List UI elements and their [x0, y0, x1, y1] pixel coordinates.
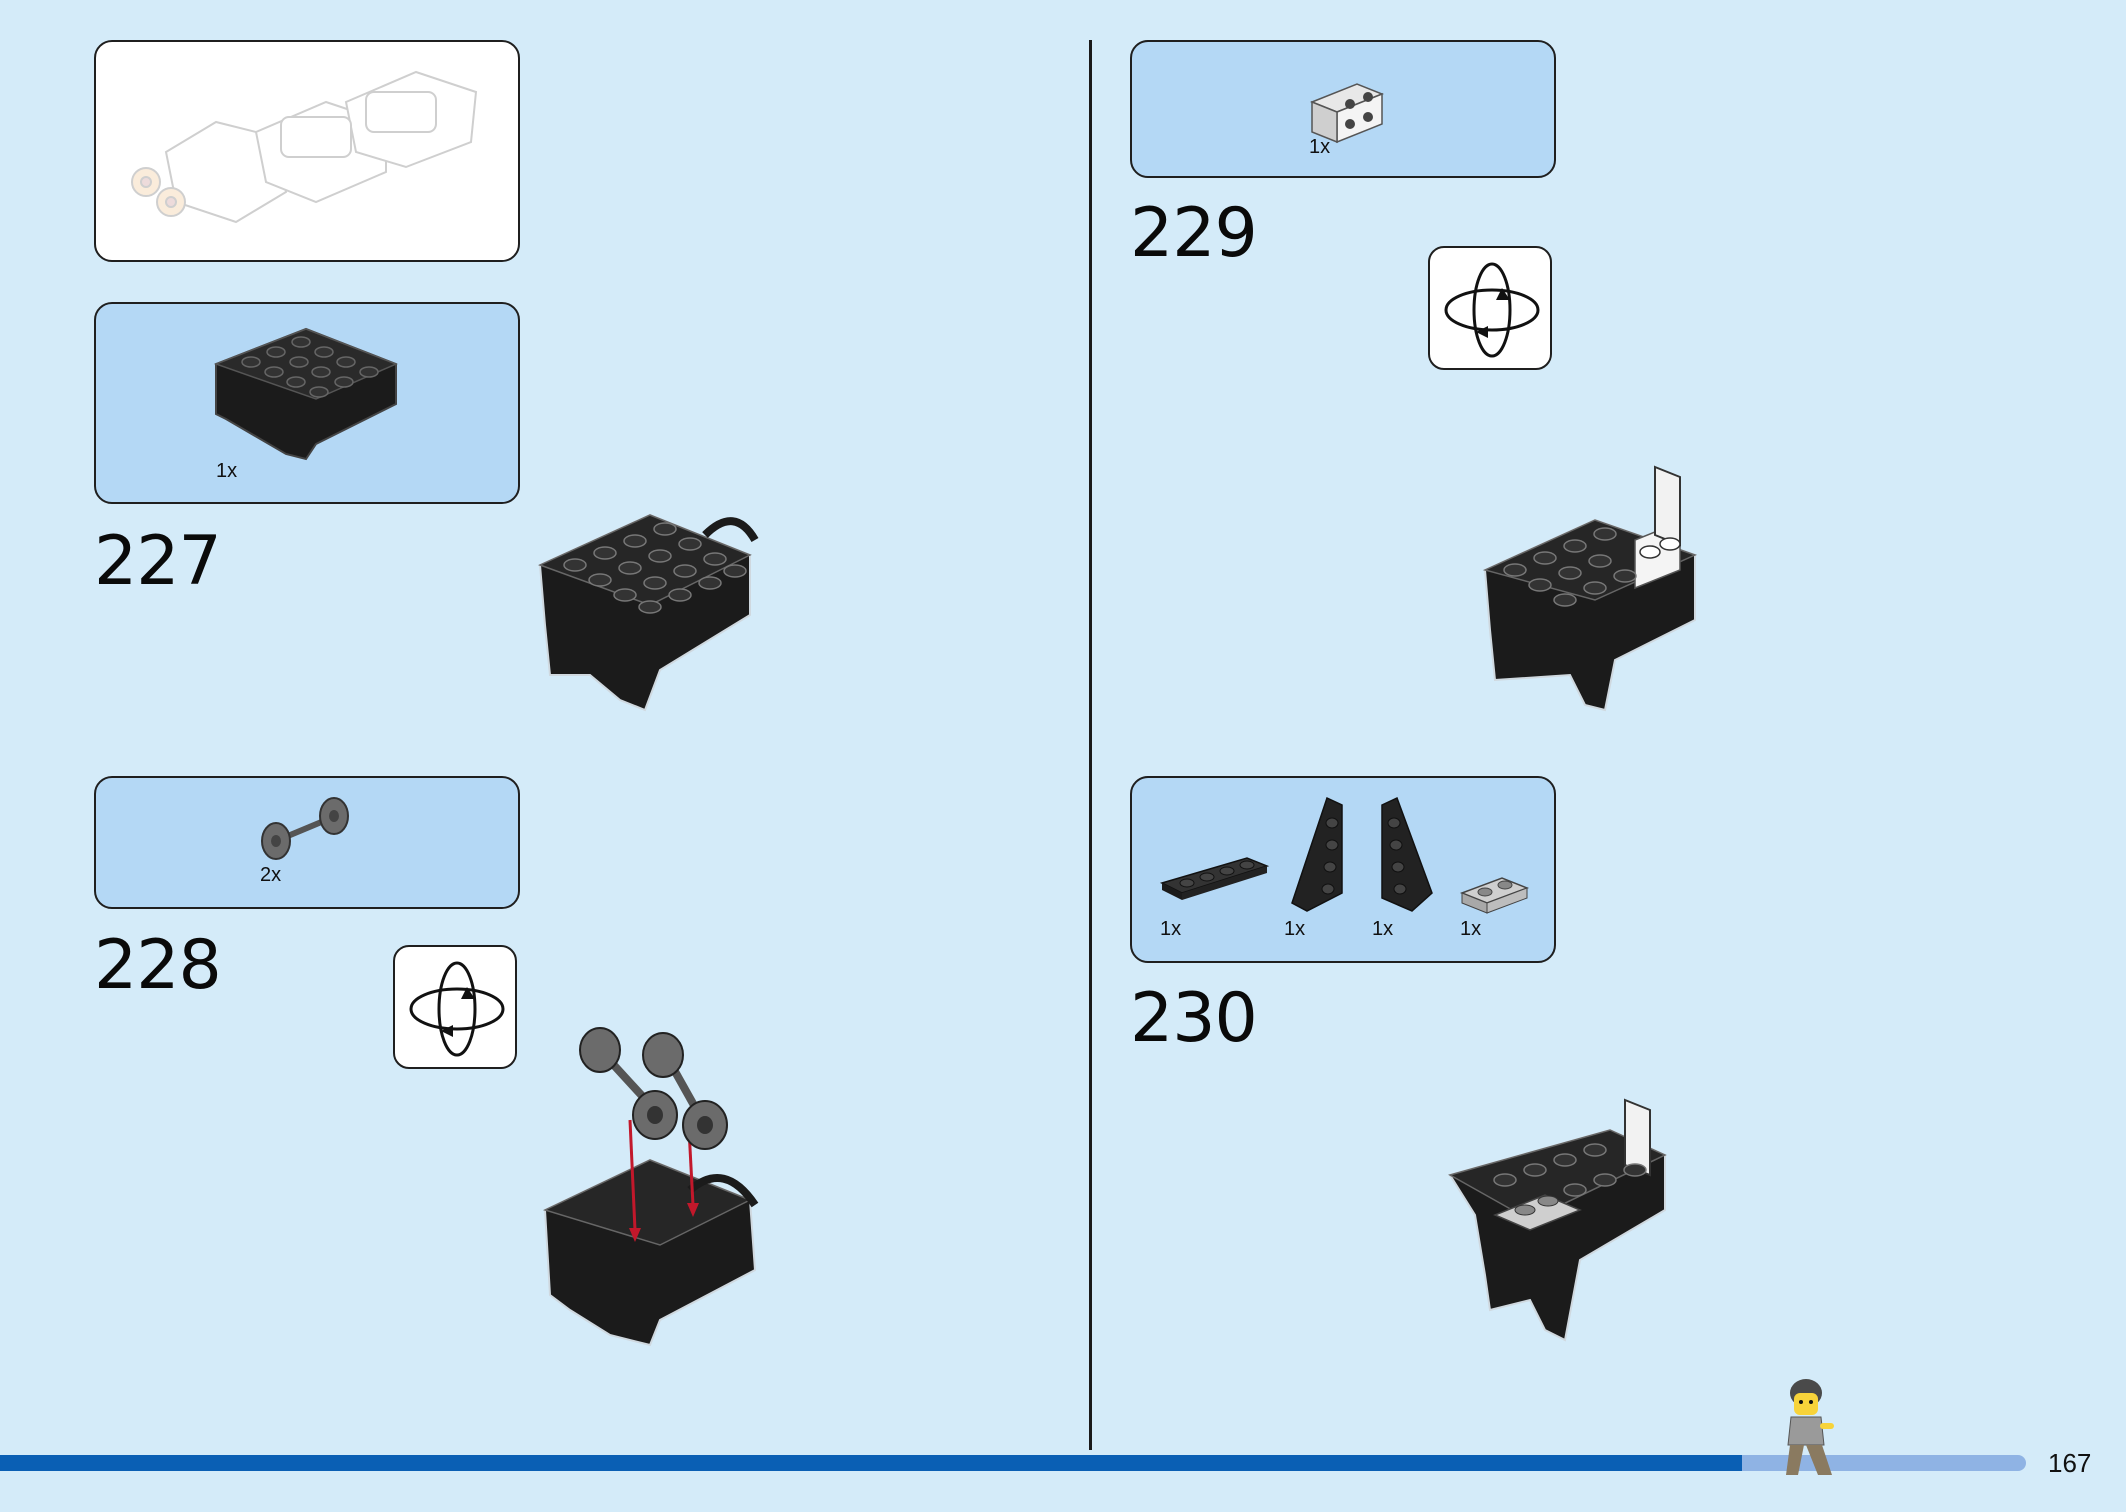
rotate-arrows-icon	[409, 961, 505, 1057]
black-vehicle-base-part-icon	[213, 327, 398, 461]
part-quantity: 1x	[1160, 918, 1182, 940]
part-quantity: 2x	[260, 864, 282, 886]
step-229-parts-callout: 1x	[1130, 40, 1556, 178]
assembled-submodel-icon	[131, 70, 478, 224]
part-quantity: 1x	[1309, 136, 1331, 158]
page-divider	[1089, 40, 1092, 1450]
plate-1x2-grey-part-icon	[1459, 877, 1530, 914]
part-quantity: 1x	[1372, 918, 1394, 940]
step-number-229: 229	[1130, 194, 1258, 273]
progress-fill	[0, 1455, 1742, 1471]
step-number-228: 228	[94, 926, 222, 1005]
step-number-227: 227	[94, 522, 222, 601]
wheel-axle-part-icon	[261, 797, 349, 860]
bracket-plate-part-icon	[1309, 83, 1385, 144]
rotate-arrows-icon	[1444, 262, 1540, 358]
part-quantity: 1x	[1284, 918, 1306, 940]
step-228-build-image	[542, 1027, 759, 1347]
submodel-overview-box	[94, 40, 520, 262]
rotate-model-indicator	[1428, 246, 1552, 370]
step-230-build-image	[1448, 1098, 1667, 1342]
step-229-build-image	[1482, 465, 1698, 712]
minifigure-icon	[1786, 1379, 1834, 1475]
step-227-parts-callout: 1x	[94, 302, 520, 504]
wedge-plate-right-part-icon	[1381, 796, 1433, 912]
step-number-230: 230	[1130, 979, 1258, 1058]
step-230-parts-callout: 1x 1x 1x 1x	[1130, 776, 1556, 963]
page-number: 167	[2048, 1448, 2092, 1478]
step-228-parts-callout: 2x	[94, 776, 520, 909]
wedge-plate-left-part-icon	[1291, 796, 1343, 912]
step-227-build-image	[538, 513, 759, 712]
rotate-model-indicator	[393, 945, 517, 1069]
plate-1x4-part-icon	[1159, 857, 1270, 900]
part-quantity: 1x	[216, 460, 238, 482]
part-quantity: 1x	[1460, 918, 1482, 940]
